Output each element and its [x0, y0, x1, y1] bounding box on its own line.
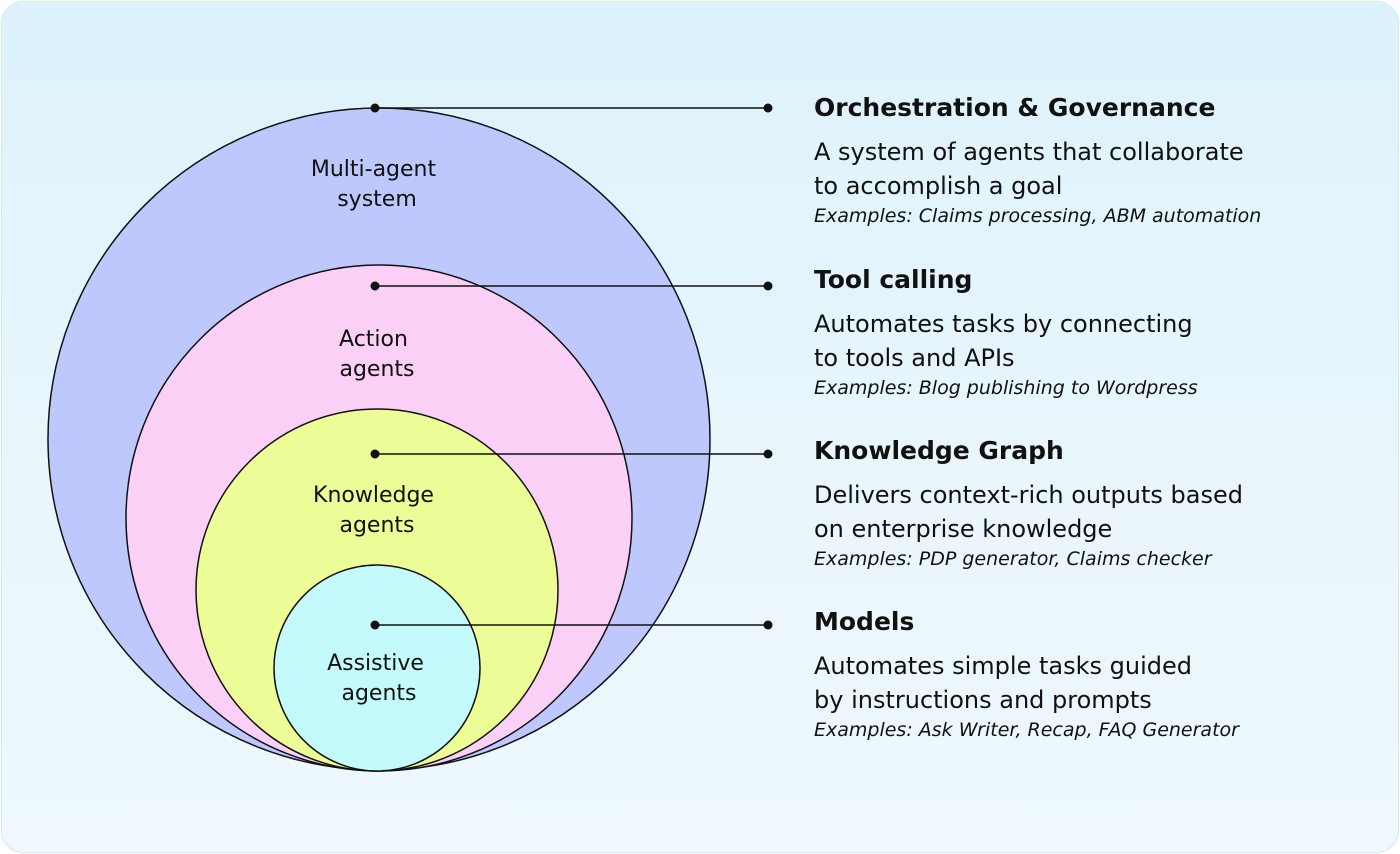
layer-description: Automates simple tasks guided by instruc…	[814, 652, 1192, 714]
layer-examples: Examples: Blog publishing to Wordpress	[814, 377, 1198, 399]
layer-title: Orchestration & Governance	[814, 93, 1216, 122]
layer-tool-calling: Tool calling Automates tasks by connecti…	[814, 264, 1394, 401]
connector-tool-calling	[370, 281, 773, 291]
layer-description: Delivers context-rich outputs based on e…	[814, 481, 1243, 543]
connector-models	[370, 620, 773, 630]
connector-dot-start	[370, 449, 380, 459]
circle-assistive-agents	[273, 564, 481, 772]
connector-orchestration	[370, 103, 773, 113]
layer-examples: Examples: PDP generator, Claims checker	[814, 548, 1212, 570]
layer-models: Models Automates simple tasks guided by …	[814, 606, 1394, 743]
label-action-agents: Action agents	[339, 327, 415, 382]
connector-dot-end	[763, 620, 773, 630]
label-knowledge-agents: Knowledge agents	[313, 483, 441, 538]
layer-orchestration-governance: Orchestration & Governance A system of a…	[814, 92, 1394, 229]
layer-examples: Examples: Ask Writer, Recap, FAQ Generat…	[814, 719, 1239, 741]
layer-description: Automates tasks by connecting to tools a…	[814, 310, 1193, 372]
layer-knowledge-graph: Knowledge Graph Delivers context-rich ou…	[814, 435, 1394, 572]
connector-dot-start	[370, 281, 380, 291]
connector-knowledge-graph	[370, 449, 773, 459]
connector-dot-start	[370, 103, 380, 113]
label-multi-agent-system: Multi-agent system	[311, 157, 443, 212]
layer-examples: Examples: Claims processing, ABM automat…	[814, 205, 1262, 227]
layer-description: A system of agents that collaborate to a…	[814, 138, 1244, 200]
label-assistive-agents: Assistive agents	[327, 651, 431, 706]
connector-dot-start	[370, 620, 380, 630]
connector-dot-end	[763, 281, 773, 291]
layer-title: Tool calling	[814, 265, 973, 294]
layer-title: Knowledge Graph	[814, 436, 1064, 465]
connector-dot-end	[763, 449, 773, 459]
connector-dot-end	[763, 103, 773, 113]
layer-title: Models	[814, 607, 915, 636]
